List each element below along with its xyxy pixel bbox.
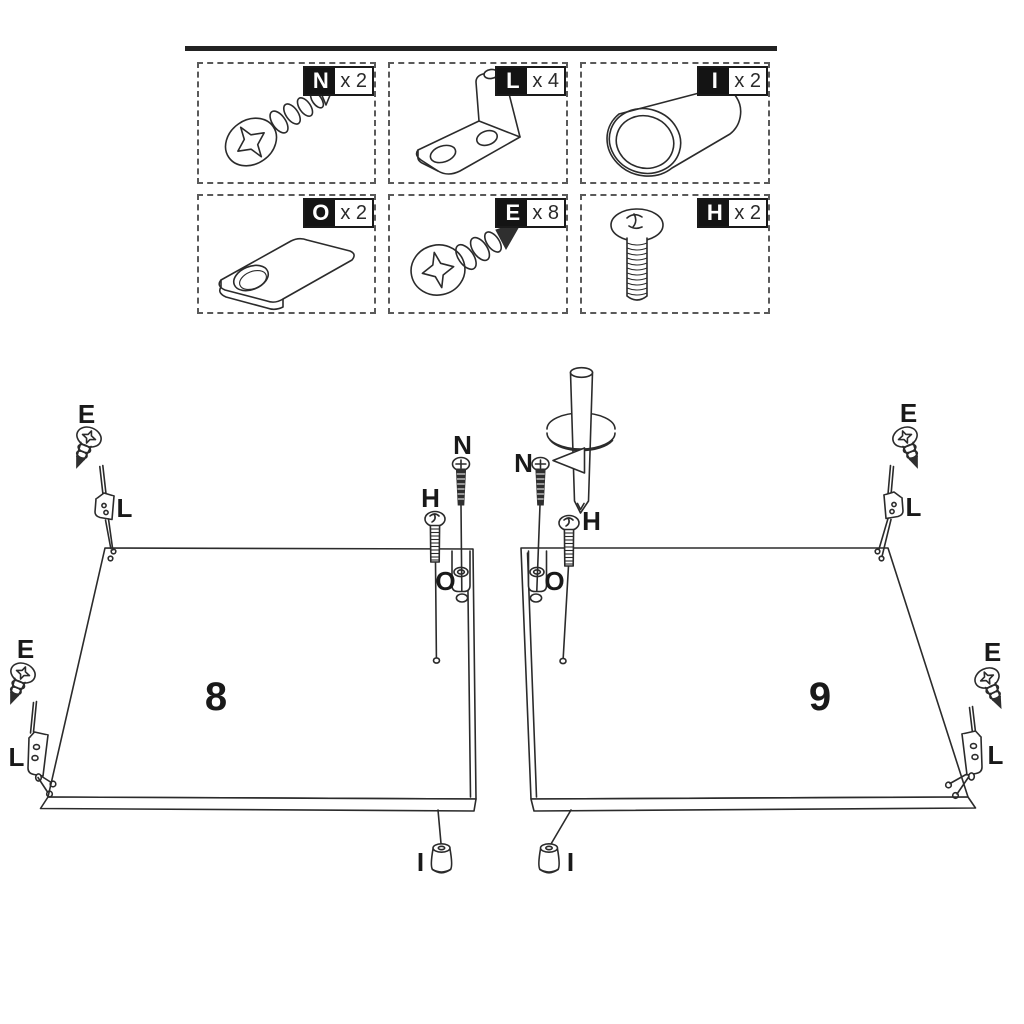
part-letter: E xyxy=(497,200,528,226)
callout-L: L xyxy=(906,492,922,522)
callout-N: N xyxy=(453,430,471,460)
panel-8: 8 xyxy=(39,547,477,812)
section-divider-rule xyxy=(185,46,777,51)
corner-bracket-icon xyxy=(883,491,904,520)
callout-E: E xyxy=(984,637,1001,667)
machine-bolt-icon xyxy=(610,208,664,301)
callout-L: L xyxy=(988,740,1004,770)
part-count: x 2 xyxy=(340,70,367,92)
screw-e-icon xyxy=(0,658,39,710)
panel-9: 9 xyxy=(520,547,977,812)
part-letter: H xyxy=(699,200,730,226)
screw-e-icon xyxy=(970,663,1014,714)
panel-number: 9 xyxy=(809,675,831,719)
callout-L: L xyxy=(117,493,133,523)
legend-box-L: L x 4 xyxy=(388,62,568,184)
cone-foot-icon xyxy=(430,842,453,874)
part-badge-L: L x 4 xyxy=(495,66,566,96)
screwdriver-icon xyxy=(546,366,616,514)
assembly-diagram: 8 E L E L N O xyxy=(0,366,1014,877)
part-badge-I: I x 2 xyxy=(697,66,768,96)
callout-H: H xyxy=(582,506,600,536)
screw-e-icon xyxy=(889,422,930,474)
part-badge-E: E x 8 xyxy=(495,198,566,228)
callout-E: E xyxy=(900,398,917,428)
part-count: x 4 xyxy=(532,70,559,92)
screw-n-icon xyxy=(451,456,471,506)
callout-H: H xyxy=(421,483,439,513)
callout-E: E xyxy=(17,634,34,664)
countersunk-screw-icon xyxy=(224,87,334,167)
part-count: x 8 xyxy=(532,202,559,224)
legend-box-O: O x 2 xyxy=(197,194,376,314)
legend-box-I: I x 2 xyxy=(580,62,770,184)
screw-n-icon xyxy=(531,456,550,506)
cone-foot-icon xyxy=(538,842,560,874)
part-badge-N: N x 2 xyxy=(303,66,374,96)
part-letter: O xyxy=(305,200,336,226)
part-badge-H: H x 2 xyxy=(697,198,768,228)
part-count: x 2 xyxy=(734,202,761,224)
corner-bracket-icon xyxy=(94,492,115,521)
callout-E: E xyxy=(78,399,95,429)
callout-L: L xyxy=(9,742,25,772)
part-count: x 2 xyxy=(734,70,761,92)
part-letter: I xyxy=(699,68,730,94)
flat-lock-plate-icon xyxy=(218,237,355,311)
corner-bracket-icon xyxy=(961,730,983,781)
part-letter: N xyxy=(305,68,336,94)
callout-O: O xyxy=(544,566,564,596)
panel-number: 8 xyxy=(205,675,227,719)
legend-box-H: H x 2 xyxy=(580,194,770,314)
pan-head-screw-icon xyxy=(410,220,524,296)
part-badge-O: O x 2 xyxy=(303,198,374,228)
part-letter: L xyxy=(497,68,528,94)
callout-I: I xyxy=(567,847,573,877)
callout-I: I xyxy=(417,847,423,877)
corner-bracket-icon xyxy=(27,731,49,782)
callout-O: O xyxy=(435,566,455,596)
legend-box-N: N x 2 xyxy=(197,62,376,184)
callout-N: N xyxy=(514,448,532,478)
legend-box-E: E x 8 xyxy=(388,194,568,314)
screw-e-icon xyxy=(64,422,105,474)
part-count: x 2 xyxy=(340,202,367,224)
